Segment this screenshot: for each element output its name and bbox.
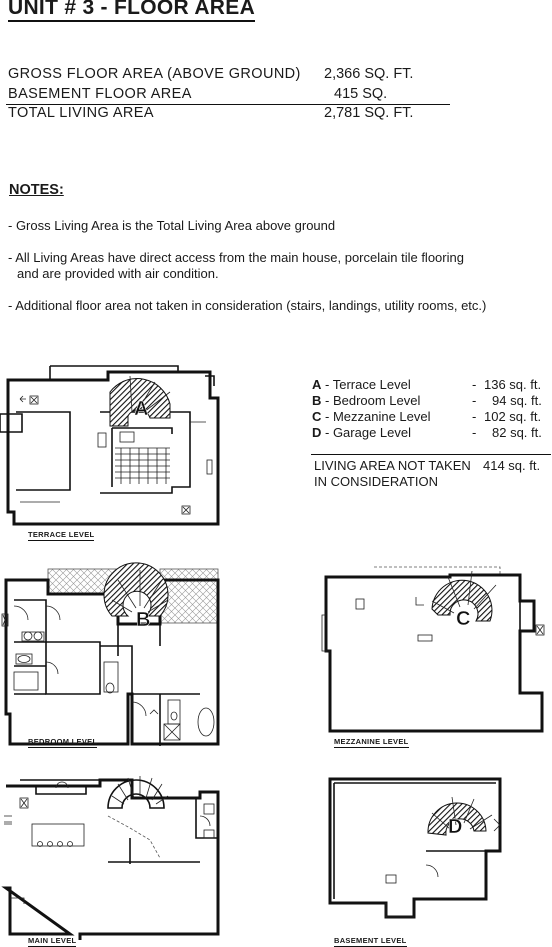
legend-dash-a: - <box>472 377 477 392</box>
bedroom-stair-letter: B <box>136 609 150 631</box>
main-level-plan <box>1 776 220 940</box>
notes-heading: NOTES: <box>9 182 64 198</box>
terrace-level-label: TERRACE LEVEL <box>28 530 95 541</box>
legend-total-label-1: LIVING AREA NOT TAKEN <box>314 458 471 473</box>
area-label-total: TOTAL LIVING AREA <box>8 105 154 121</box>
legend-value-d: 82 sq. ft. <box>492 425 542 440</box>
basement-level-plan: D <box>328 777 502 919</box>
note-1: - Gross Living Area is the Total Living … <box>8 218 336 233</box>
bedroom-level-label: BEDROOM LEVEL <box>28 737 98 748</box>
legend-dash-d: - <box>472 425 477 440</box>
legend-item-d: D - Garage Level <box>312 425 411 440</box>
terrace-level-plan: A <box>0 365 220 526</box>
area-value-basement: 415 SQ. <box>334 86 388 102</box>
legend-dash-b: - <box>472 393 477 408</box>
legend-total-value: 414 sq. ft. <box>483 458 541 473</box>
mezzanine-level-plan: C <box>321 566 545 733</box>
area-value-gross: 2,366 SQ. FT. <box>324 66 414 82</box>
area-label-gross: GROSS FLOOR AREA (ABOVE GROUND) <box>8 66 301 82</box>
legend-value-a: 136 sq. ft. <box>484 377 542 392</box>
legend-item-c: C - Mezzanine Level <box>312 409 431 424</box>
total-divider <box>6 104 450 105</box>
mezzanine-stair-letter: C <box>456 608 470 630</box>
note-2-cont: and are provided with air condition. <box>17 266 219 281</box>
area-label-basement: BASEMENT FLOOR AREA <box>8 86 192 102</box>
terrace-stair-letter: A <box>134 398 148 420</box>
bedroom-level-plan: B <box>1 562 220 746</box>
area-value-total: 2,781 SQ. FT. <box>324 105 414 121</box>
legend-value-b: 94 sq. ft. <box>492 393 542 408</box>
legend-value-c: 102 sq. ft. <box>484 409 542 424</box>
legend-dash-c: - <box>472 409 477 424</box>
note-3: - Additional floor area not taken in con… <box>8 298 487 313</box>
page-title: UNIT # 3 - FLOOR AREA <box>8 0 256 22</box>
note-2: - All Living Areas have direct access fr… <box>8 250 464 265</box>
basement-level-label: BASEMENT LEVEL <box>334 936 407 947</box>
legend-item-a: A - Terrace Level <box>312 377 411 392</box>
mezzanine-level-label: MEZZANINE LEVEL <box>334 737 409 748</box>
main-level-label: MAIN LEVEL <box>28 936 77 947</box>
legend-divider <box>311 454 551 455</box>
legend-total-label-2: IN CONSIDERATION <box>314 474 438 489</box>
basement-stair-letter: D <box>448 816 462 838</box>
legend-item-b: B - Bedroom Level <box>312 393 421 408</box>
